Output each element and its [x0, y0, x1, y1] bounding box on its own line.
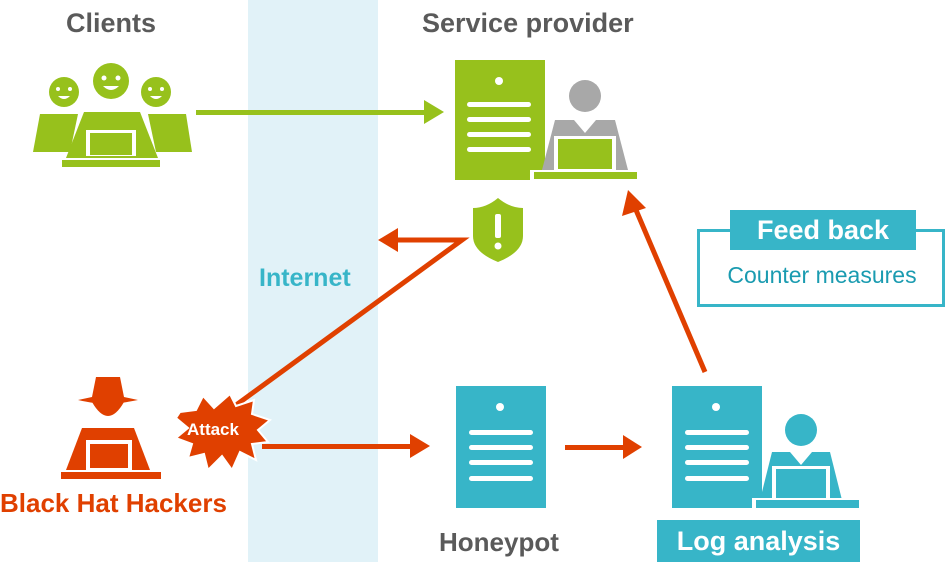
log-analysis-label: Log analysis — [657, 520, 860, 562]
black-hat-hackers-label: Black Hat Hackers — [0, 488, 227, 518]
shield-warning-icon — [473, 198, 523, 262]
clients-label: Clients — [66, 8, 157, 38]
countermeasures-label: Counter measures — [727, 262, 917, 288]
honeypot-server-icon — [456, 386, 546, 508]
log-analyst-icon — [752, 414, 862, 510]
log-server-icon — [672, 386, 762, 508]
honeypot-label: Honeypot — [439, 527, 559, 557]
arrow-blocked-head — [378, 228, 398, 252]
arrow-attack-to-honeypot — [262, 434, 430, 458]
internet-label: Internet — [259, 264, 351, 292]
attack-label: Attack — [187, 420, 239, 439]
provider-operator-icon — [530, 80, 640, 180]
service-provider-label: Service provider — [422, 8, 634, 38]
arrow-honeypot-to-log — [565, 435, 642, 459]
feedback-title: Feed back — [730, 210, 916, 250]
arrow-attack-to-provider — [230, 237, 470, 411]
hacker-icon — [61, 377, 161, 479]
arrow-log-to-provider — [622, 190, 708, 373]
arrow-clients-to-provider — [196, 100, 444, 124]
clients-icon — [33, 63, 192, 167]
attack-burst-icon — [174, 392, 273, 473]
internet-band — [248, 0, 378, 562]
provider-server-icon — [455, 60, 545, 180]
